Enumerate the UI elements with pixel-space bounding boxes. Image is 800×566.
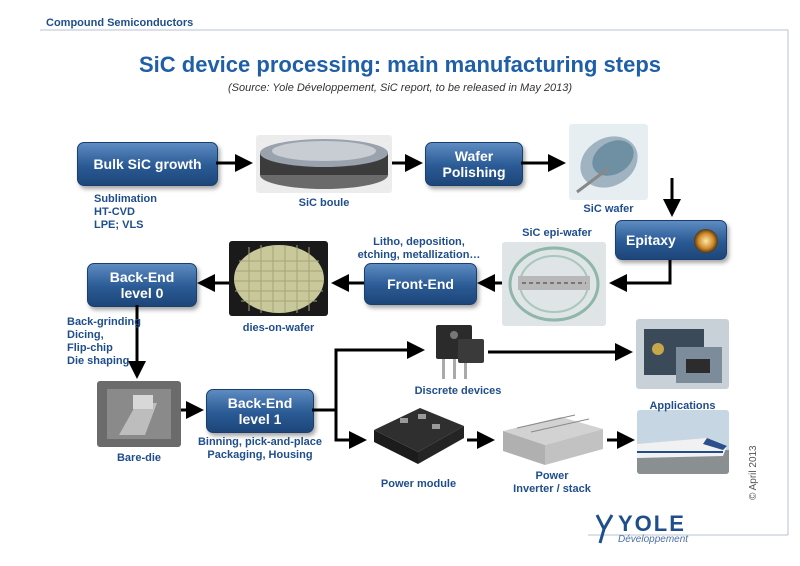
wafer-polishing-label: Wafer Polishing (442, 148, 506, 180)
sic-wafer-label: SiC wafer (583, 203, 634, 215)
applications-image (636, 319, 729, 389)
sic-epi-wafer-image (502, 242, 606, 326)
bulk-methods-list: Sublimation HT-CVD LPE; VLS (94, 193, 157, 232)
back-end-level-0-label: Back-End level 0 (109, 269, 175, 301)
back-end-1-ops-label: Binning, pick-and-place Packaging, Housi… (190, 436, 330, 462)
sic-wafer-image (569, 124, 648, 200)
front-end-op: Litho, deposition, (373, 236, 465, 248)
power-module-label: Power module (380, 478, 457, 490)
epitaxy-step: Epitaxy (615, 220, 727, 260)
bulk-method: HT-CVD (94, 206, 135, 218)
sic-epi-wafer-label: SiC epi-wafer (522, 227, 592, 239)
bare-die-image (97, 381, 181, 447)
front-end-ops-label: Litho, deposition, etching, metallizatio… (344, 236, 494, 262)
power-module-image (370, 400, 467, 472)
epitaxy-label: Epitaxy (626, 232, 676, 248)
back-end-level-1-step: Back-End level 1 (206, 389, 314, 433)
back-end-0-op: Flip-chip (67, 342, 113, 354)
power-inverter-line: Inverter / stack (513, 483, 591, 495)
sic-boule-label: SiC boule (298, 197, 350, 209)
yole-logo-icon (595, 514, 614, 544)
power-inverter-line: Power (535, 470, 569, 482)
section-header: Compound Semiconductors (46, 17, 194, 29)
back-end-1-op: Binning, pick-and-place (197, 436, 323, 448)
back-end-level-1-label: Back-End level 1 (227, 395, 293, 427)
bare-die-label: Bare-die (116, 452, 162, 464)
power-inverter-label: Power Inverter / stack (497, 470, 607, 496)
yole-logo-subtext: Développement (618, 534, 689, 545)
dies-on-wafer-image (229, 241, 328, 316)
discrete-devices-label: Discrete devices (414, 385, 502, 397)
front-end-step: Front-End (364, 263, 477, 305)
back-end-0-ops-list: Back-grinding Dicing, Flip-chip Die shap… (67, 316, 141, 368)
yole-logo-text: YOLE (618, 511, 686, 536)
wafer-polishing-step: Wafer Polishing (425, 142, 523, 186)
sic-boule-image (256, 135, 392, 193)
copyright-text: © April 2013 (748, 445, 759, 500)
bulk-method: LPE; VLS (94, 219, 144, 231)
page-subtitle: (Source: Yole Développement, SiC report,… (227, 82, 573, 94)
train-image (637, 410, 729, 474)
back-end-0-op: Dicing, (67, 329, 104, 341)
back-end-0-op: Die shaping (67, 355, 130, 367)
front-end-op: etching, metallization… (357, 249, 481, 261)
applications-label: Applications (649, 400, 716, 412)
epitaxy-lamp-icon (694, 229, 718, 253)
power-inverter-image (497, 411, 607, 469)
dies-on-wafer-label: dies-on-wafer (242, 322, 315, 334)
bulk-method: Sublimation (94, 193, 157, 205)
back-end-level-0-step: Back-End level 0 (87, 263, 197, 307)
discrete-devices-image (428, 321, 488, 383)
page-title: SiC device processing: main manufacturin… (138, 52, 662, 77)
back-end-0-op: Back-grinding (67, 316, 141, 328)
back-end-1-op: Packaging, Housing (207, 449, 313, 461)
bulk-sic-growth-step: Bulk SiC growth (77, 142, 218, 186)
